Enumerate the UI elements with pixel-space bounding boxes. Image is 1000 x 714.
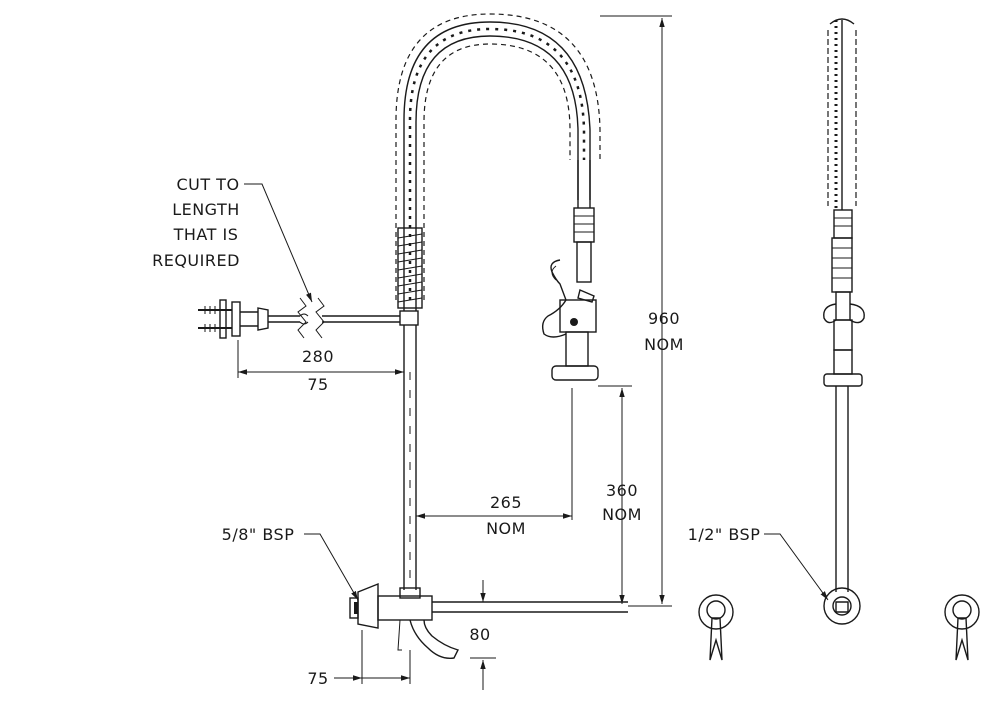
inlet-valve	[349, 582, 628, 659]
bsp-inlet-label: 5/8" BSP	[222, 525, 295, 544]
cut-line-2: LENGTH	[172, 200, 240, 219]
bsp-side-label: 1/2" BSP	[688, 525, 761, 544]
cut-line-3: THAT IS	[173, 225, 239, 244]
dim-265: 265 NOM	[416, 388, 573, 538]
dim-360-label: 360	[606, 481, 638, 500]
riser-pipe	[403, 325, 417, 590]
dim-960-label: 960	[648, 309, 680, 328]
dim-80-label: 80	[469, 625, 490, 644]
dim-265-nom: NOM	[486, 519, 526, 538]
right-lever-valve	[944, 594, 980, 661]
left-lever-valve	[698, 594, 734, 661]
leader-bsp-inlet: 5/8" BSP	[222, 525, 359, 601]
dim-75-bottom: 75	[307, 630, 411, 688]
spray-valve	[541, 160, 599, 381]
wall-bracket	[198, 299, 269, 339]
cut-line-4: REQUIRED	[152, 251, 240, 270]
leader-cut-to-length: CUT TO LENGTH THAT IS REQUIRED	[152, 175, 313, 303]
dim-280: 280 75	[237, 340, 404, 394]
dim-75-top-label: 75	[307, 375, 328, 394]
side-view: 1/2" BSP	[688, 18, 865, 625]
front-view: 280 75 265 NOM 360 NOM 960 NOM	[152, 13, 684, 690]
dim-960-nom: NOM	[644, 335, 684, 354]
dim-280-label: 280	[302, 347, 334, 366]
dim-960: 960 NOM	[600, 15, 684, 607]
dim-265-label: 265	[490, 493, 522, 512]
cut-line-1: CUT TO	[176, 175, 239, 194]
bolt	[198, 299, 232, 339]
dim-80: 80	[469, 580, 496, 690]
dim-360-nom: NOM	[602, 505, 642, 524]
dim-360: 360 NOM	[598, 385, 642, 604]
wall-arm	[268, 297, 419, 339]
spring-hose	[395, 13, 601, 311]
dim-75-bottom-label: 75	[307, 669, 328, 688]
